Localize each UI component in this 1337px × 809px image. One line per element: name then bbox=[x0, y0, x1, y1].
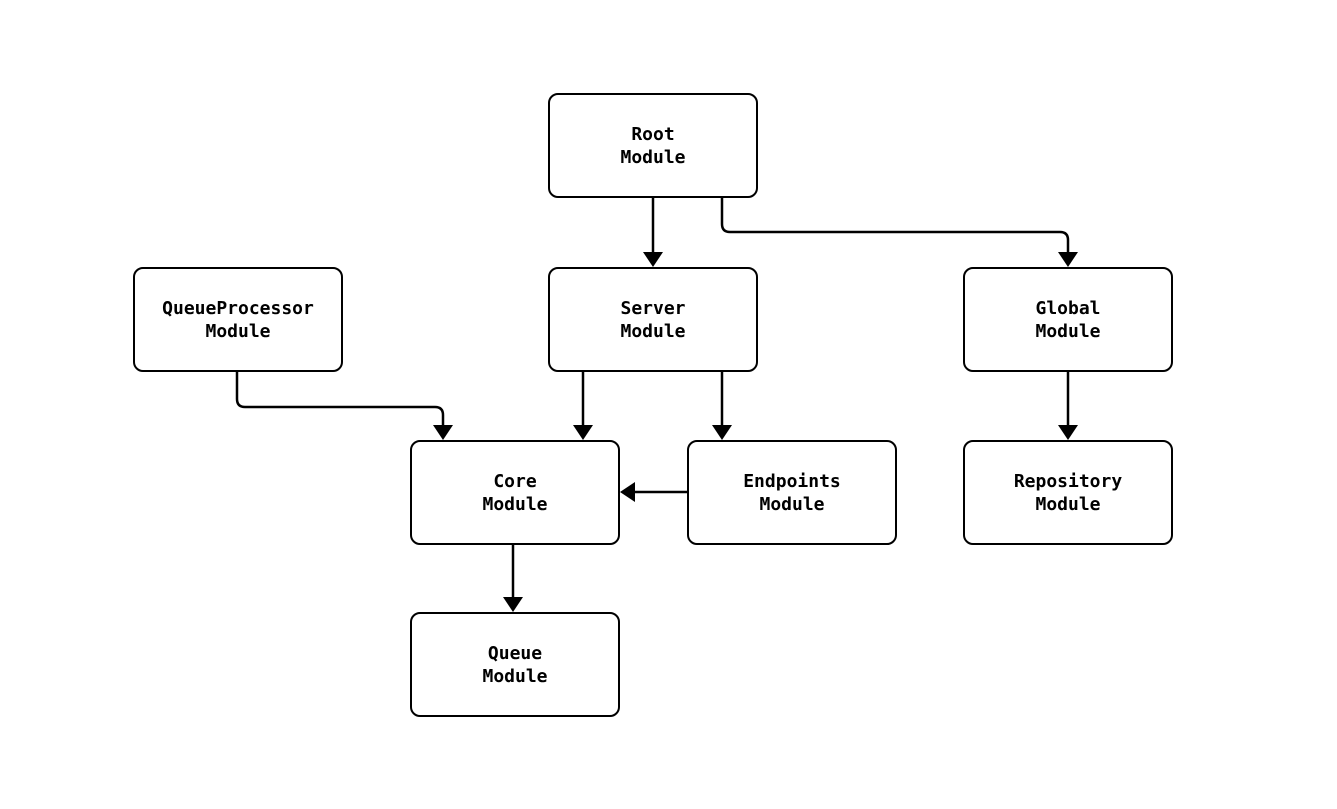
node-label-line: Module bbox=[1035, 493, 1101, 515]
arrowhead-root-to-server bbox=[643, 252, 663, 267]
node-label-line: Server bbox=[620, 297, 686, 319]
arrowhead-global-to-repository bbox=[1058, 425, 1078, 440]
node-label-line: Module bbox=[205, 320, 271, 342]
node-label-line: Module bbox=[1035, 320, 1101, 342]
node-label-line: Core bbox=[493, 470, 537, 492]
node-label-line: Repository bbox=[1013, 470, 1123, 492]
arrowhead-server-to-core bbox=[573, 425, 593, 440]
node-label-line: QueueProcessor bbox=[162, 297, 314, 319]
arrowhead-queueprocessor-to-core bbox=[433, 425, 453, 440]
node-label-line: Global bbox=[1035, 297, 1101, 319]
arrowhead-root-to-global bbox=[1058, 252, 1078, 267]
arrowhead-core-to-queue bbox=[503, 597, 523, 612]
arrowhead-endpoints-to-core bbox=[620, 482, 635, 502]
node-label-line: Module bbox=[620, 320, 686, 342]
arrowhead-server-to-endpoints bbox=[712, 425, 732, 440]
node-label-line: Root bbox=[631, 123, 675, 145]
node-label-line: Module bbox=[482, 493, 548, 515]
node-label-line: Module bbox=[620, 146, 686, 168]
node-label-line: Module bbox=[482, 665, 548, 687]
edge-queueprocessor-to-core bbox=[235, 372, 445, 427]
node-label-line: Queue bbox=[487, 642, 543, 664]
node-label-line: Endpoints bbox=[743, 470, 841, 492]
edge-root-to-global bbox=[720, 198, 1070, 254]
node-label-line: Module bbox=[759, 493, 825, 515]
